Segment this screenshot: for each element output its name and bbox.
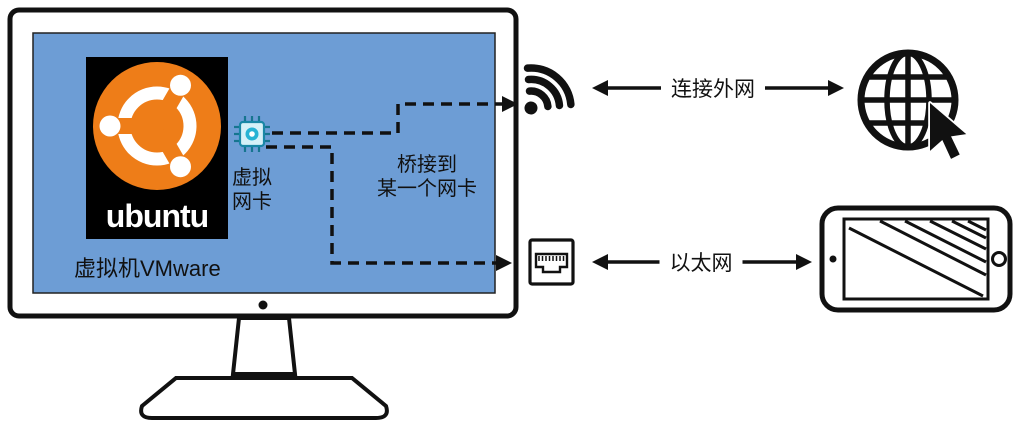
bridge-note-line2: 某一个网卡 xyxy=(377,178,477,200)
cursor-icon xyxy=(928,101,969,161)
arrowhead-to-ethernet xyxy=(496,255,512,271)
nic-chip-core-dot xyxy=(249,131,255,137)
rj45-port-outline xyxy=(534,252,569,274)
ethernet-port-icon xyxy=(528,238,575,286)
wifi-link-label: 连接外网 xyxy=(661,72,765,104)
arrowhead-left xyxy=(592,254,608,270)
arrowhead-right xyxy=(828,80,844,96)
globe-internet-icon xyxy=(857,49,959,151)
virtual-nic-label-line2: 网卡 xyxy=(232,191,272,213)
ubuntu-wordmark: ubuntu xyxy=(105,198,209,234)
tablet-icon xyxy=(819,205,1013,313)
tablet-home-button xyxy=(991,251,1007,267)
bridge-line-to-wifi xyxy=(272,102,502,135)
arrowhead-to-wifi xyxy=(502,96,518,112)
ethernet-link-label: 以太网 xyxy=(659,246,743,278)
arrowhead-right xyxy=(796,254,812,270)
virtual-nic-label-line1: 虚拟 xyxy=(232,167,272,189)
arrowhead-left xyxy=(592,80,608,96)
bridge-note-line1: 桥接到 xyxy=(397,154,457,176)
wifi-icon xyxy=(523,64,575,115)
virtual-nic-chip-icon xyxy=(234,116,270,152)
tablet-camera-dot xyxy=(829,255,837,263)
ubuntu-circle-of-friends-logo xyxy=(86,57,228,239)
vm-label: 虚拟机VMware xyxy=(74,256,221,281)
ubuntu-ring-dots xyxy=(99,74,191,178)
bridge-note: 桥接到 某一个网卡 xyxy=(377,153,477,201)
power-led xyxy=(258,300,268,310)
rj45-pins xyxy=(538,256,565,261)
bridge-dashed-lines xyxy=(266,102,502,265)
tablet-screen-hatch xyxy=(848,219,987,298)
virtual-nic-label: 虚拟 网卡 xyxy=(232,166,272,214)
monitor-stand-neck xyxy=(230,316,298,376)
monitor-stand-base xyxy=(139,376,389,420)
